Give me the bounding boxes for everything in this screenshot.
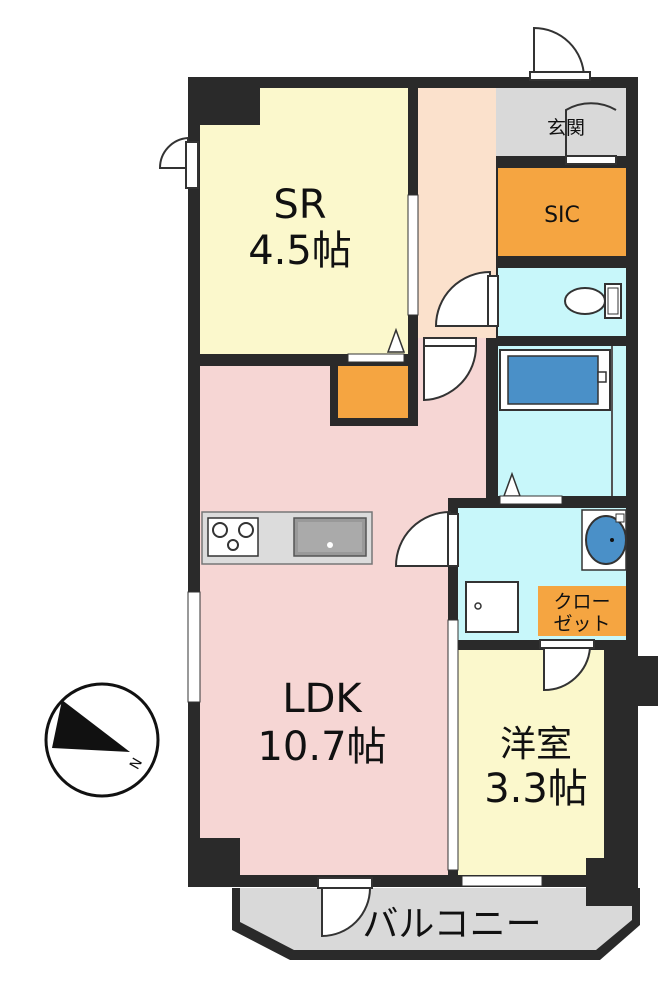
- sic-storage: [498, 168, 626, 256]
- toilet-door-icon: [434, 270, 499, 327]
- washbasin-icon: [581, 509, 627, 571]
- sr-room: [200, 88, 408, 354]
- ldk-room: [200, 366, 448, 875]
- western-room: [458, 650, 604, 875]
- washroom-door-icon: [394, 510, 459, 567]
- closet: [538, 586, 626, 636]
- closet-label-1: クロー: [553, 591, 610, 613]
- compass-icon: N: [44, 682, 160, 798]
- hall-door-icon: [423, 337, 478, 402]
- balcony-door-icon: [317, 877, 373, 938]
- toilet-icon: [564, 283, 622, 319]
- sr-door-icon: [158, 136, 199, 189]
- sic-label: SIC: [544, 203, 580, 228]
- closet-label-2: ゼット: [553, 613, 610, 635]
- sr-name: SR: [273, 182, 326, 228]
- western-door-icon: [539, 639, 595, 692]
- ldk-size: 10.7帖: [257, 724, 386, 770]
- western-size: 3.3帖: [484, 766, 588, 812]
- western-name: 洋室: [500, 724, 572, 765]
- entrance-door-icon: [565, 102, 617, 165]
- entrance-label: 玄関: [547, 117, 585, 139]
- ldk-storage: [338, 366, 408, 418]
- front-door-icon: [529, 26, 591, 81]
- entrance-floor: [496, 88, 626, 156]
- kitchen-counter: [201, 511, 373, 565]
- washing-machine-icon: [465, 581, 519, 633]
- balcony-label: バルコニー: [362, 904, 541, 945]
- bathtub-icon: [499, 349, 611, 411]
- sr-size: 4.5帖: [248, 228, 352, 274]
- ldk-name: LDK: [282, 676, 363, 722]
